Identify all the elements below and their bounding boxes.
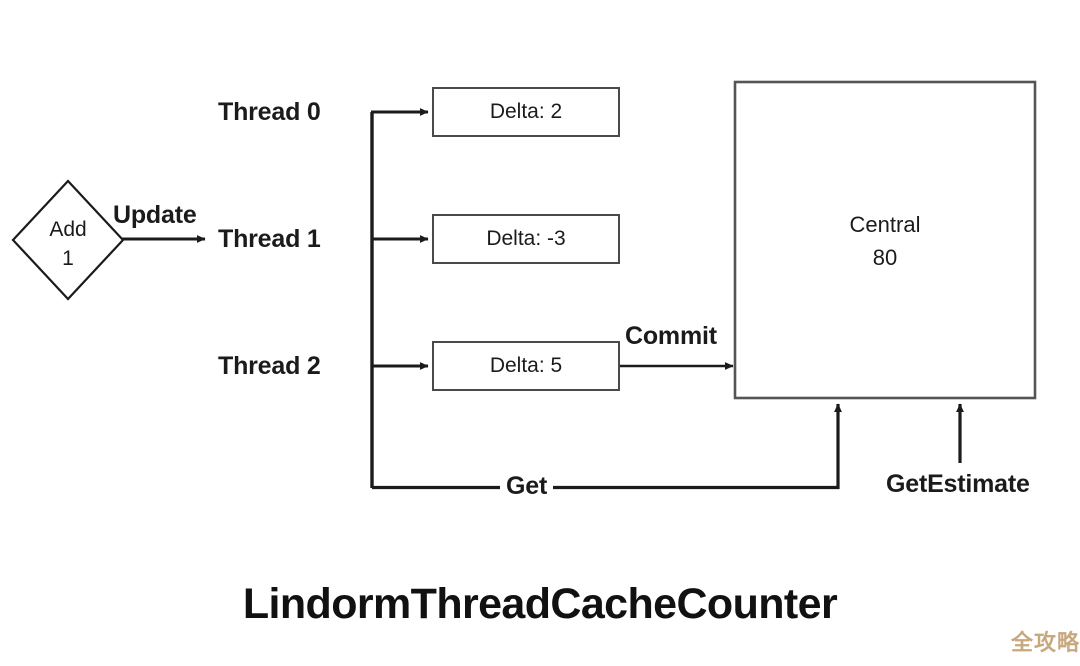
delta-value-thread-0: Delta: 2: [489, 100, 563, 123]
get-estimate-label: GetEstimate: [886, 470, 1030, 498]
add-node-label-line2: 1: [62, 247, 74, 270]
delta-value-thread-2: Delta: 5: [489, 354, 563, 377]
delta-box-thread-1: [432, 214, 620, 264]
commit-label: Commit: [625, 322, 717, 350]
add-node-diamond: [11, 179, 125, 301]
thread-1-label: Thread 1: [218, 225, 321, 253]
delta-value-thread-1: Delta: -3: [486, 227, 566, 250]
thread-2-label: Thread 2: [218, 352, 321, 380]
watermark-text: 全攻略: [1011, 631, 1080, 656]
get-label: Get: [500, 474, 554, 499]
central-box: [733, 80, 1037, 400]
get-path: [372, 403, 842, 490]
central-name-label: Central: [849, 212, 921, 237]
update-label: Update: [113, 201, 197, 229]
thread-0-label: Thread 0: [218, 98, 321, 126]
delta-box-thread-0: [432, 87, 620, 137]
add-node-label-line1: Add: [49, 218, 87, 241]
central-value-label: 80: [872, 245, 898, 270]
diagram-title: LindormThreadCacheCounter: [242, 580, 838, 628]
delta-box-thread-2: [432, 341, 620, 391]
